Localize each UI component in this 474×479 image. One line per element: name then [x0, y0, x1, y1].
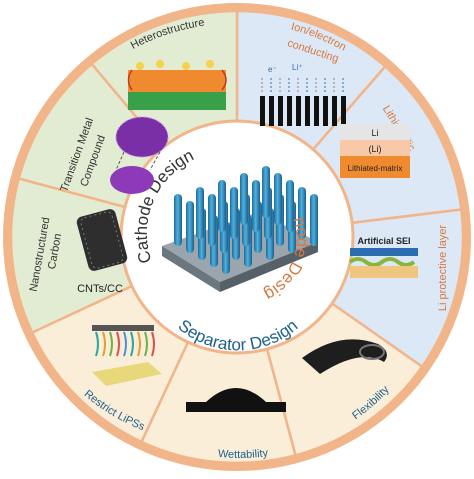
- hetero-arrow: [127, 69, 133, 91]
- pillar: [286, 180, 294, 232]
- pillar: [274, 173, 282, 225]
- transition-metal-illustration: [110, 116, 169, 194]
- pillar-array-illustration: [162, 166, 318, 292]
- lipss-strand: [102, 331, 106, 357]
- li-protective-label: Li protective layer: [437, 225, 449, 312]
- artificial-sei-text: Artificial SEI: [357, 236, 410, 246]
- hetero-bottom-layer: [128, 92, 226, 110]
- hetero-arrow: [221, 69, 227, 91]
- wettability-illustration: [186, 388, 286, 412]
- hetero-particle: [206, 60, 214, 68]
- flexibility-illustration: [302, 339, 387, 374]
- li-plus-label: Li⁺: [292, 63, 302, 72]
- wettability-label: Wettability: [218, 447, 270, 461]
- li-layer: [340, 124, 410, 140]
- lithiated-matrix-layer: [340, 156, 410, 178]
- cnt-illustration: [76, 209, 128, 271]
- sei-layer: [350, 248, 418, 256]
- lipss-separator-sheet: [92, 362, 162, 386]
- tm-sphere: [116, 117, 168, 157]
- li-paren-text: (Li): [369, 144, 382, 154]
- ion-column: [287, 96, 292, 126]
- tm-cluster: [110, 166, 154, 194]
- ion-column: [305, 96, 310, 126]
- lipss-strand: [151, 331, 155, 357]
- pillar: [262, 166, 270, 218]
- wett-surface: [186, 402, 286, 412]
- lipss-strand: [130, 331, 134, 357]
- heterostructure-illustration: [127, 60, 227, 110]
- pillar: [240, 173, 248, 225]
- lipss-strand: [95, 331, 99, 357]
- li-protective-illustration: Artificial SEI: [348, 236, 418, 278]
- pillar: [252, 180, 260, 232]
- pillar: [310, 194, 318, 246]
- ion-column: [341, 96, 346, 126]
- li-paren-layer: [340, 140, 410, 156]
- tm-sphere-texture: [115, 116, 169, 158]
- pillar: [208, 194, 216, 246]
- restrict-lipss-illustration: [92, 325, 162, 386]
- lipss-strands: [95, 331, 155, 357]
- cnt-bundle: [76, 209, 128, 271]
- ion-column: [278, 96, 283, 126]
- ion-column: [323, 96, 328, 126]
- cnts-cc-label: CNTs/CC: [77, 283, 123, 295]
- hetero-particle: [156, 60, 164, 68]
- e-minus-label: e⁻: [268, 65, 277, 74]
- lipss-strand: [116, 331, 120, 357]
- ion-column: [260, 96, 265, 126]
- ion-column: [332, 96, 337, 126]
- li-text: Li: [371, 128, 378, 138]
- lipss-strand: [123, 331, 127, 357]
- sei-wave: [348, 257, 416, 267]
- pillar: [218, 180, 226, 232]
- pillar: [186, 201, 194, 253]
- lithiated-matrix-text: Lithiated-matrix: [348, 164, 403, 173]
- pillar: [298, 187, 306, 239]
- lipss-strand: [144, 331, 148, 357]
- lithiophilic-illustration: Li (Li) Lithiated-matrix: [340, 124, 410, 178]
- lipss-strand: [109, 331, 113, 357]
- wett-droplet: [206, 388, 266, 402]
- hetero-top-layer: [128, 70, 226, 92]
- ion-column: [296, 96, 301, 126]
- pillar: [230, 187, 238, 239]
- cnt-texture: [80, 211, 124, 269]
- ion-column: [269, 96, 274, 126]
- hetero-particle: [182, 62, 190, 70]
- substrate-left: [162, 246, 220, 292]
- tm-zoom-line: [149, 151, 161, 171]
- lipss-top-layer: [92, 325, 154, 331]
- substrate-right: [220, 242, 318, 292]
- pillar-group: [174, 166, 318, 274]
- pillar: [196, 187, 204, 239]
- flex-sheet: [302, 339, 387, 374]
- hetero-particle: [136, 62, 144, 70]
- pillar: [174, 194, 182, 246]
- tm-zoom-line: [115, 151, 125, 171]
- flex-roll: [359, 344, 385, 360]
- ion-column: [314, 96, 319, 126]
- li-base-layer: [350, 266, 418, 278]
- ion-conducting-illustration: e⁻ Li⁺: [260, 63, 346, 126]
- lipss-strand: [137, 331, 141, 357]
